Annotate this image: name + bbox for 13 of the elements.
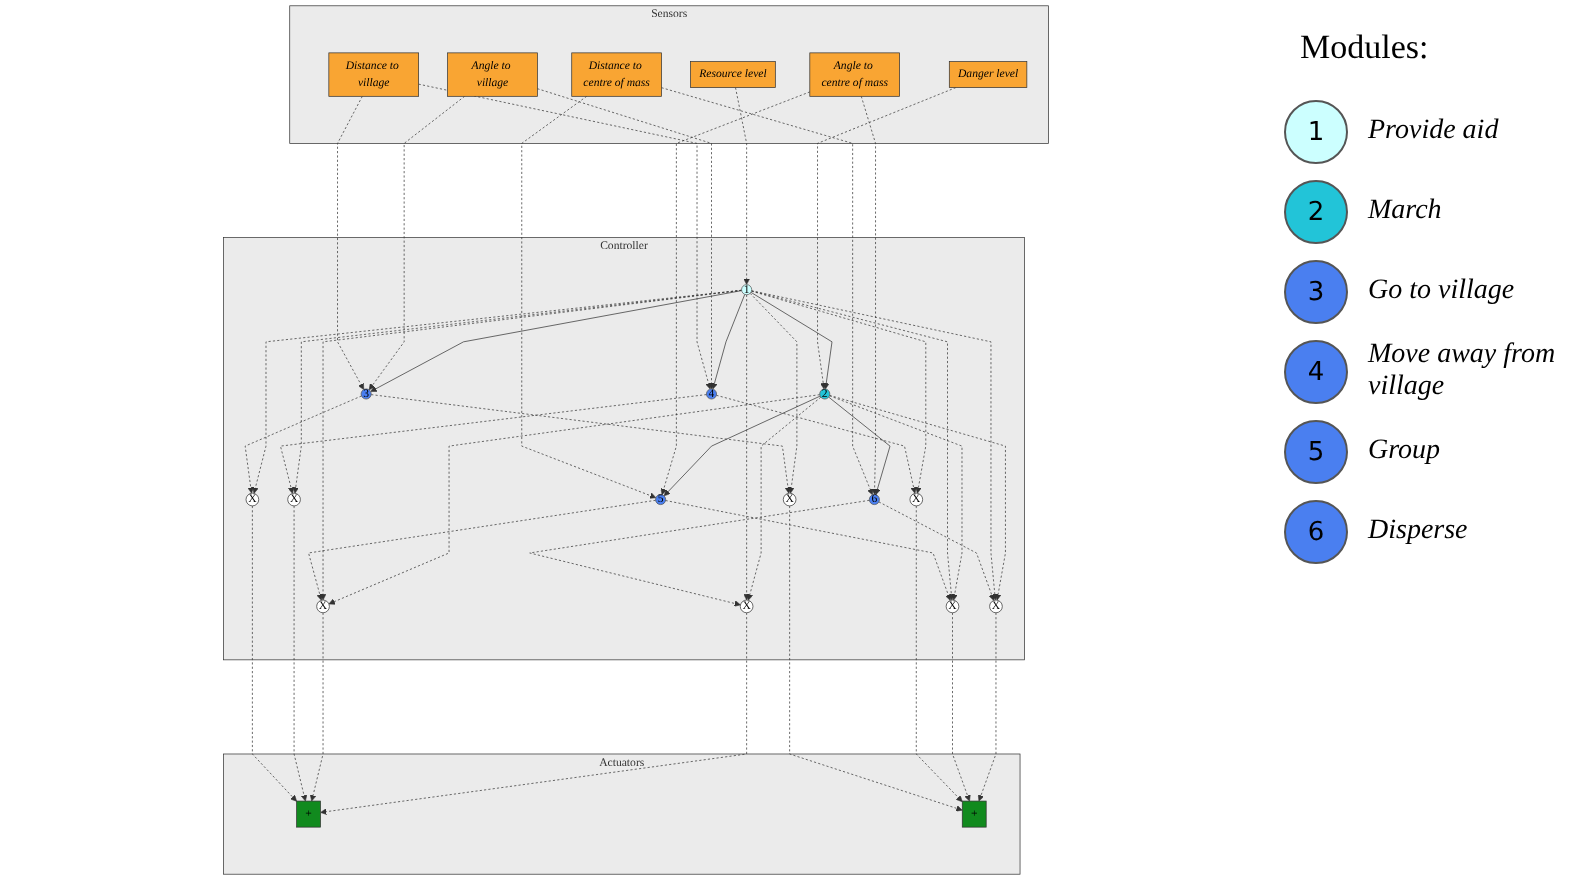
legend-swatch: 3 — [1284, 260, 1348, 324]
legend-label: Provide aid — [1368, 116, 1499, 148]
legend-label: Move away from village — [1368, 340, 1558, 404]
legend-swatch: 2 — [1284, 180, 1348, 244]
legend-label: Group — [1368, 436, 1441, 468]
legend-swatch: 4 — [1284, 340, 1348, 404]
legend-swatch: 1 — [1284, 100, 1348, 164]
legend-label: March — [1368, 196, 1442, 228]
legend-swatch: 5 — [1284, 420, 1348, 484]
legend-title: Modules: — [1300, 28, 1429, 68]
legend-label: Go to village — [1368, 276, 1515, 308]
legend-swatch: 6 — [1284, 500, 1348, 564]
legend-label: Disperse — [1368, 516, 1468, 548]
